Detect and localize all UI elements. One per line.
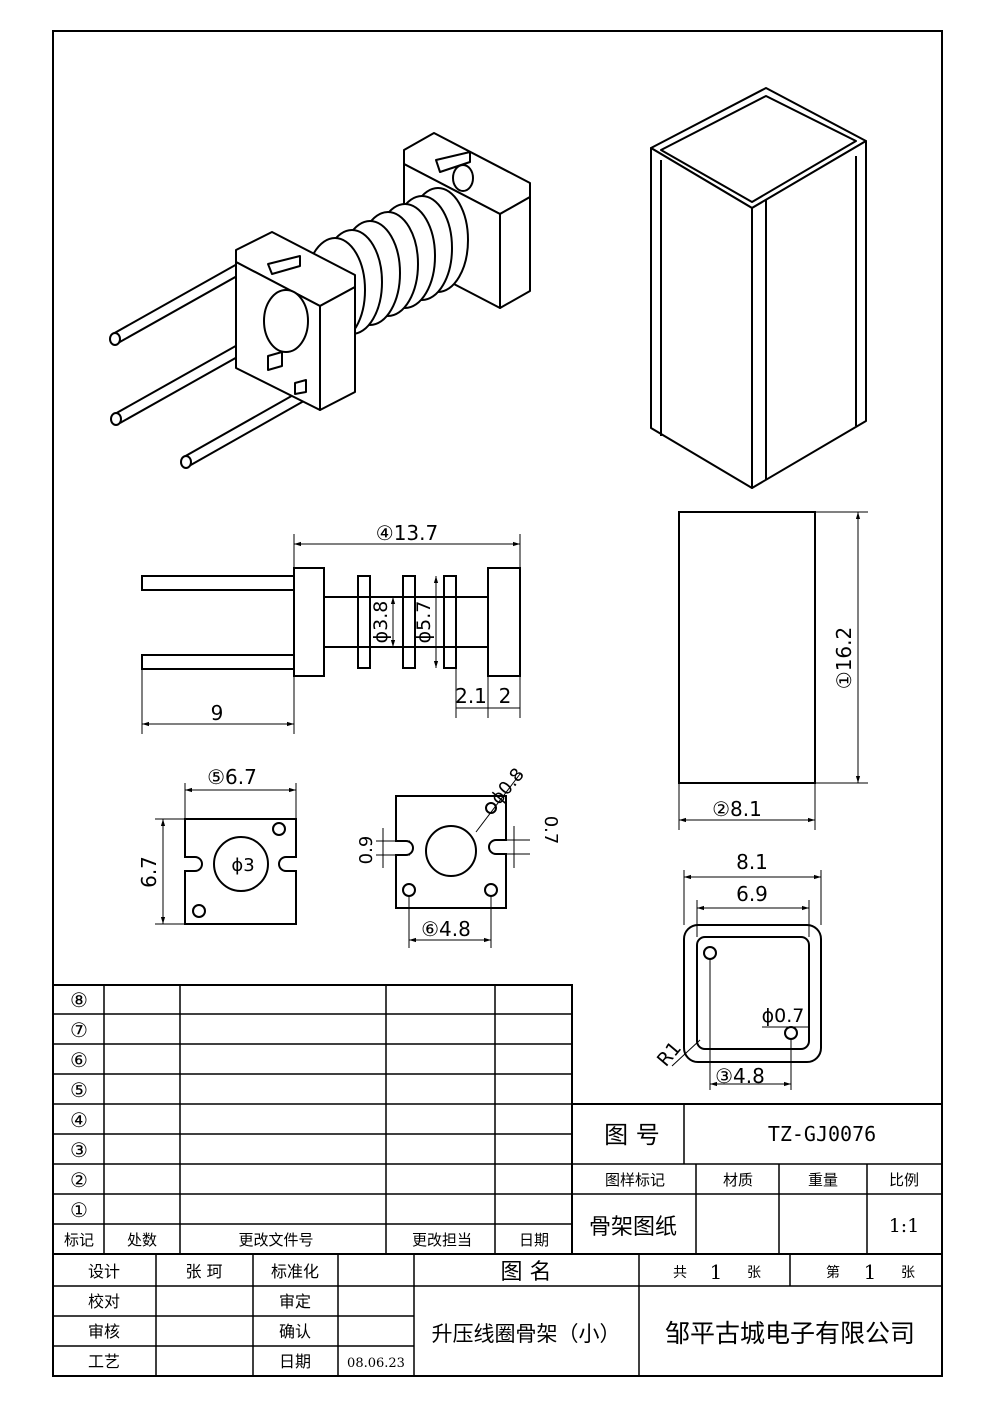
header-mark: 标记 [64,1231,94,1249]
case-side-view [678,511,868,830]
case-isometric-view [650,87,867,489]
date-label: 日期 [279,1352,311,1371]
flange-gap-dim: 2.1 [455,684,487,708]
revision-headers: 标记 处数 更改文件号 更改担当 日期 [64,1231,549,1249]
pin-hole-dim: ϕ0.8 [487,764,529,809]
end-height-dim: 6.7 [137,856,161,888]
revision-row-2: ② [70,1168,88,1192]
confirm-label: 确认 [279,1322,311,1341]
end-width-dim: ⑤6.7 [207,765,257,789]
check-label: 校对 [88,1292,120,1311]
top-radius-dim: R1 [653,1037,686,1071]
title-block-upper [571,1103,943,1255]
design-label: 设计 [88,1262,120,1281]
total-unit: 张 [747,1265,761,1281]
revision-row-7: ⑦ [70,1018,88,1042]
page-unit: 张 [901,1265,915,1281]
revision-row-6: ⑥ [70,1048,88,1072]
date-value: 08.06.23 [347,1356,405,1371]
revision-row-5: ⑤ [70,1078,88,1102]
flange-width-dim: 2 [499,684,512,708]
top-outer-dim: 8.1 [736,850,768,874]
designer-name: 张 珂 [185,1262,222,1281]
header-change-owner: 更改担当 [412,1231,472,1249]
col-material-label: 材质 [723,1171,753,1189]
bore-small-dim: ϕ3.8 [370,601,392,644]
drawing-no-label: 图 号 [604,1121,660,1149]
total-prefix: 共 [673,1265,687,1281]
header-count: 处数 [127,1231,157,1249]
slot-left-dim: 0.9 [356,836,377,865]
drawing-name-label: 图 名 [501,1260,552,1285]
col-mark-label: 图样标记 [605,1171,665,1189]
drawing-number: TZ-GJ0076 [768,1122,876,1146]
company-name: 邹平古城电子有限公司 [665,1319,915,1348]
slot-right-dim: 0.7 [540,816,561,845]
top-pitch-dim: ③4.8 [715,1064,765,1088]
bobbin-pin-view [376,773,530,948]
case-top-view [671,870,822,1090]
header-date: 日期 [519,1231,549,1249]
revision-row-1: ① [70,1198,88,1222]
drawing-mark-value: 骨架图纸 [589,1215,677,1240]
revision-row-4: ④ [70,1108,88,1132]
bobbin-isometric-view [109,132,531,469]
col-weight-label: 重量 [808,1171,838,1189]
pin-length-dim: 9 [211,701,224,725]
revision-table [52,984,573,1255]
revision-row-numbers: ⑧ ⑦ ⑥ ⑤ ④ ③ ② ① [70,988,88,1222]
standard-label: 标准化 [271,1262,319,1281]
bobbin-side-view [141,534,521,734]
overall-length-dim: ④13.7 [376,521,438,545]
title-block-lower [52,1253,943,1377]
case-height-dim: ①16.2 [832,627,856,689]
approve-label: 审定 [279,1292,311,1311]
bore-large-dim: ϕ5.7 [413,601,435,644]
bobbin-end-view [155,783,297,925]
col-scale-label: 比例 [889,1171,919,1189]
center-hole-dim: ϕ3 [231,855,254,876]
revision-row-8: ⑧ [70,988,88,1012]
pin-pitch-dim: ⑥4.8 [421,917,471,941]
revision-row-3: ③ [70,1138,88,1162]
page-number: 1 [864,1260,877,1284]
top-hole-dim: ϕ0.7 [762,1005,805,1027]
case-width-dim: ②8.1 [712,797,762,821]
header-change-doc: 更改文件号 [238,1231,313,1249]
scale-value: 1:1 [889,1215,920,1237]
page-prefix: 第 [826,1264,840,1281]
craft-label: 工艺 [88,1352,120,1371]
top-inner-dim: 6.9 [736,882,768,906]
review-label: 审核 [88,1322,120,1341]
part-name: 升压线圈骨架（小） [432,1322,621,1346]
total-count: 1 [710,1260,723,1284]
